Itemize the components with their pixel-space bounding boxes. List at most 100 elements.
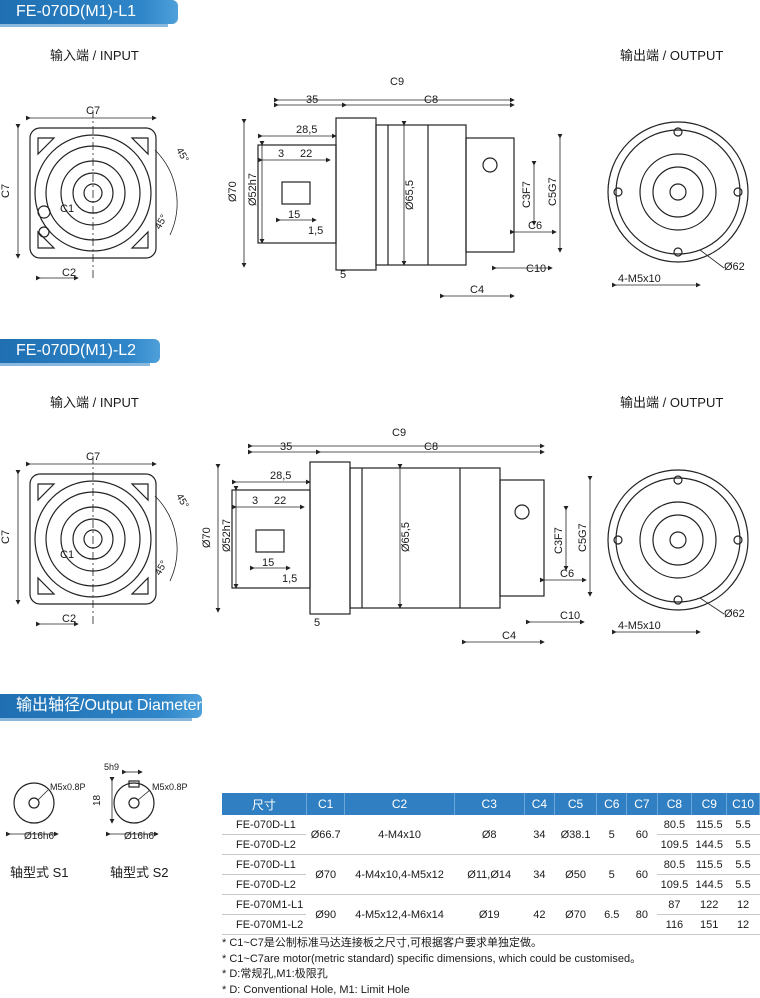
dim-c7: C7 xyxy=(0,530,12,544)
dim-phi62: Ø62 xyxy=(724,261,745,273)
cell-c4: 42 xyxy=(524,895,554,935)
cell-c7: 80 xyxy=(627,895,657,935)
table-header: C6 xyxy=(597,793,627,815)
cell-c10: 12 xyxy=(727,895,760,915)
shaft-s2-height: 18 xyxy=(92,794,103,806)
cell-c9: 115.5 xyxy=(692,855,727,875)
model-name: FE-070D-L1 xyxy=(222,815,306,835)
dim-c8: C8 xyxy=(424,94,438,106)
cell-c9: 151 xyxy=(692,915,727,935)
dim-c5: C5G7 xyxy=(547,177,559,206)
table-header: C10 xyxy=(727,793,760,815)
shaft-s1-label: 轴型式 S1 xyxy=(10,862,69,881)
table-header: 尺寸 xyxy=(222,793,306,815)
dim-45deg: 45° xyxy=(173,146,190,165)
cell-c10: 5.5 xyxy=(727,835,760,855)
cell-c6: 6.5 xyxy=(597,895,627,935)
model-name: FE-070M1-L1 xyxy=(222,895,306,915)
dim-22: 22 xyxy=(300,148,312,160)
cell-c1: Ø90 xyxy=(306,895,345,935)
shaft-s2-thread: M5x0.8P xyxy=(152,782,188,792)
cell-c7: 60 xyxy=(627,855,657,895)
dim-c3: C3F7 xyxy=(553,527,565,554)
dim-phi62: Ø62 xyxy=(724,608,745,620)
cell-c10: 5.5 xyxy=(727,815,760,835)
shaft-s2-key: 5h9 xyxy=(104,762,119,772)
dim-15: 15 xyxy=(288,209,300,221)
cell-c10: 5.5 xyxy=(727,875,760,895)
cell-c7: 60 xyxy=(627,815,657,855)
footnotes: * C1~C7是公制标准马达连接板之尺寸,可根据客户要求单独定做。 * C1~C… xyxy=(222,936,641,998)
dim-c3: C3F7 xyxy=(521,181,533,208)
model-name: FE-070D-L2 xyxy=(222,875,306,895)
dim-22: 22 xyxy=(274,495,286,507)
shaft-s1-dia: Ø16h6 xyxy=(24,831,54,842)
footnote: * C1~C7are motor(metric standard) specif… xyxy=(222,952,641,968)
dim-c10: C10 xyxy=(526,263,546,275)
dim-phi65: Ø65,5 xyxy=(400,522,412,552)
cell-c9: 144.5 xyxy=(692,835,727,855)
dim-3: 3 xyxy=(252,495,258,507)
table-row: FE-070D-L1 Ø66.7 4-M4x10 Ø8 34 Ø38.1 5 6… xyxy=(222,815,760,835)
cell-c8: 87 xyxy=(657,895,692,915)
dim-phi70: Ø70 xyxy=(201,527,213,548)
dim-28-5: 28,5 xyxy=(296,124,317,136)
cell-c4: 34 xyxy=(524,815,554,855)
dim-35: 35 xyxy=(280,441,292,453)
dim-4-m5: 4-M5x10 xyxy=(618,273,661,285)
dim-c7: C7 xyxy=(0,184,12,198)
dim-3: 3 xyxy=(278,148,284,160)
model-name: FE-070M1-L2 xyxy=(222,915,306,935)
dim-c9: C9 xyxy=(392,427,406,439)
side-view xyxy=(258,118,514,270)
dim-45deg: 45° xyxy=(173,492,190,511)
dim-c5: C5G7 xyxy=(577,523,589,552)
dim-28-5: 28,5 xyxy=(270,470,291,482)
input-flange-view xyxy=(30,474,177,604)
table-header-row: 尺寸 C1 C2 C3 C4 C5 C6 C7 C8 C9 C10 xyxy=(222,793,760,815)
dim-c4: C4 xyxy=(470,284,484,296)
model-name: FE-070D-L2 xyxy=(222,835,306,855)
shaft-s2-diagram xyxy=(110,772,158,834)
side-view xyxy=(232,462,544,614)
cell-c6: 5 xyxy=(597,815,627,855)
shaft-s1-thread: M5x0.8P xyxy=(50,782,86,792)
table-header: C7 xyxy=(627,793,657,815)
shaft-s2-dia: Ø16h6 xyxy=(124,831,154,842)
footnote: * D:常规孔,M1:极限孔 xyxy=(222,967,641,983)
cell-c9: 122 xyxy=(692,895,727,915)
cell-c8: 116 xyxy=(657,915,692,935)
cell-c5: Ø38.1 xyxy=(555,815,597,855)
output-flange-view xyxy=(608,122,748,262)
cell-c8: 80.5 xyxy=(657,815,692,835)
cell-c10: 12 xyxy=(727,915,760,935)
dim-c7: C7 xyxy=(86,105,100,117)
cell-c3: Ø19 xyxy=(454,895,524,935)
dim-c6: C6 xyxy=(560,568,574,580)
dim-5: 5 xyxy=(314,617,320,629)
cell-c5: Ø50 xyxy=(555,855,597,895)
cell-c8: 80.5 xyxy=(657,855,692,875)
cell-c9: 115.5 xyxy=(692,815,727,835)
cell-c1: Ø70 xyxy=(306,855,345,895)
cell-c8: 109.5 xyxy=(657,835,692,855)
shaft-s2-label: 轴型式 S2 xyxy=(110,862,169,881)
dim-c6: C6 xyxy=(528,220,542,232)
dim-5: 5 xyxy=(340,269,346,281)
dim-phi52: Ø52h7 xyxy=(247,173,259,206)
dim-c7: C7 xyxy=(86,451,100,463)
spec-table: 尺寸 C1 C2 C3 C4 C5 C6 C7 C8 C9 C10 FE-070… xyxy=(222,793,760,935)
table-header: C8 xyxy=(657,793,692,815)
dim-1-5: 1,5 xyxy=(282,573,297,585)
cell-c9: 144.5 xyxy=(692,875,727,895)
model-name: FE-070D-L1 xyxy=(222,855,306,875)
output-flange-view xyxy=(608,470,748,610)
dim-c1: C1 xyxy=(60,549,74,561)
dim-c9: C9 xyxy=(390,76,404,88)
dim-c2: C2 xyxy=(62,267,76,279)
dim-15: 15 xyxy=(262,557,274,569)
cell-c3: Ø8 xyxy=(454,815,524,855)
footnote: * D: Conventional Hole, M1: Limit Hole xyxy=(222,983,641,998)
dim-c8: C8 xyxy=(424,441,438,453)
cell-c1: Ø66.7 xyxy=(306,815,345,855)
